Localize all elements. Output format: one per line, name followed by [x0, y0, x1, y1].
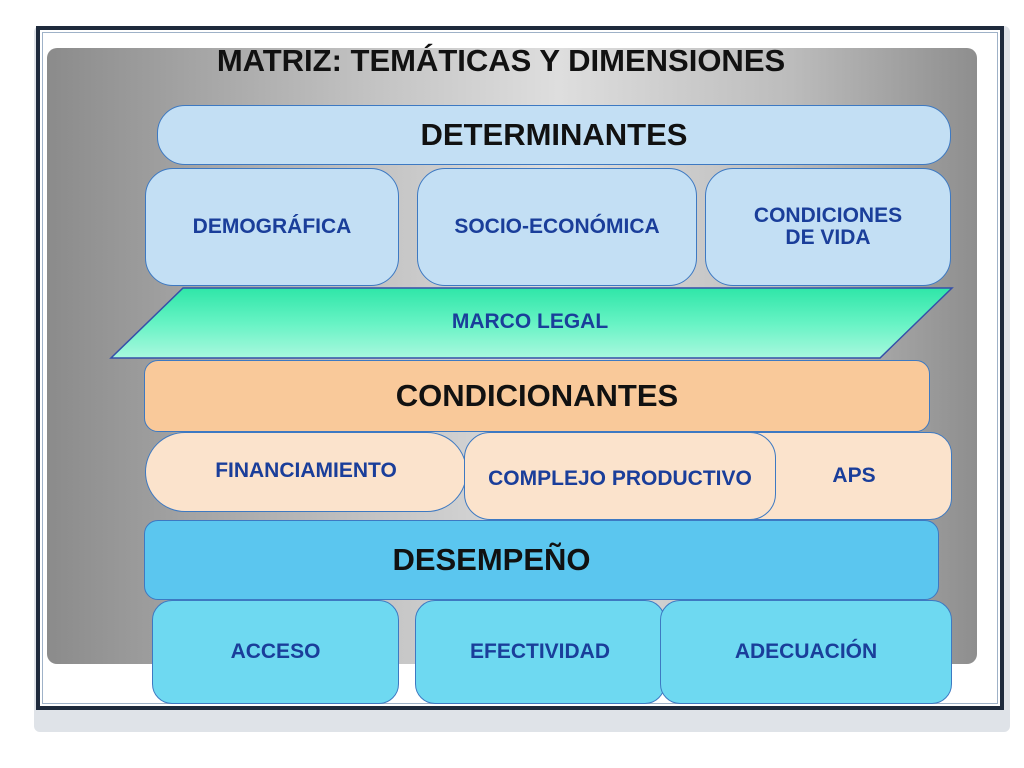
condiciones-de-vida-label-line2: DE VIDA: [785, 226, 871, 249]
demografica-label: DEMOGRÁFICA: [192, 214, 352, 238]
adecuacion-label: ADECUACIÓN: [734, 639, 878, 663]
efectividad-box: EFECTIVIDAD: [415, 600, 665, 704]
demografica-box: DEMOGRÁFICA: [145, 168, 399, 286]
socio-economica-label: SOCIO-ECONÓMICA: [454, 214, 660, 238]
desempeno-header: DESEMPEÑO: [144, 520, 939, 600]
slide-title: MATRIZ: TEMÁTICAS Y DIMENSIONES: [216, 43, 786, 78]
desempeno-label: DESEMPEÑO: [392, 541, 591, 577]
socio-economica-box: SOCIO-ECONÓMICA: [417, 168, 697, 286]
adecuacion-box: ADECUACIÓN: [660, 600, 952, 704]
condicionantes-header: CONDICIONANTES: [144, 360, 930, 432]
complejo-productivo-label: COMPLEJO PRODUCTIVO: [488, 466, 752, 490]
acceso-box: ACCESO: [152, 600, 399, 704]
complejo-productivo-box: COMPLEJO PRODUCTIVO: [464, 432, 776, 520]
efectividad-label: EFECTIVIDAD: [469, 639, 610, 663]
condicionantes-label: CONDICIONANTES: [395, 377, 679, 413]
marco-legal-label: MARCO LEGAL: [451, 310, 609, 333]
determinantes-header: DETERMINANTES: [157, 105, 951, 165]
condiciones-de-vida-box: CONDICIONES DE VIDA: [705, 168, 951, 286]
aps-label: APS: [832, 463, 876, 487]
determinantes-label: DETERMINANTES: [420, 116, 688, 152]
financiamiento-label: FINANCIAMIENTO: [215, 458, 397, 482]
condiciones-de-vida-label-line1: CONDICIONES: [753, 203, 903, 227]
acceso-label: ACCESO: [230, 639, 321, 663]
financiamiento-box: FINANCIAMIENTO: [145, 432, 467, 512]
